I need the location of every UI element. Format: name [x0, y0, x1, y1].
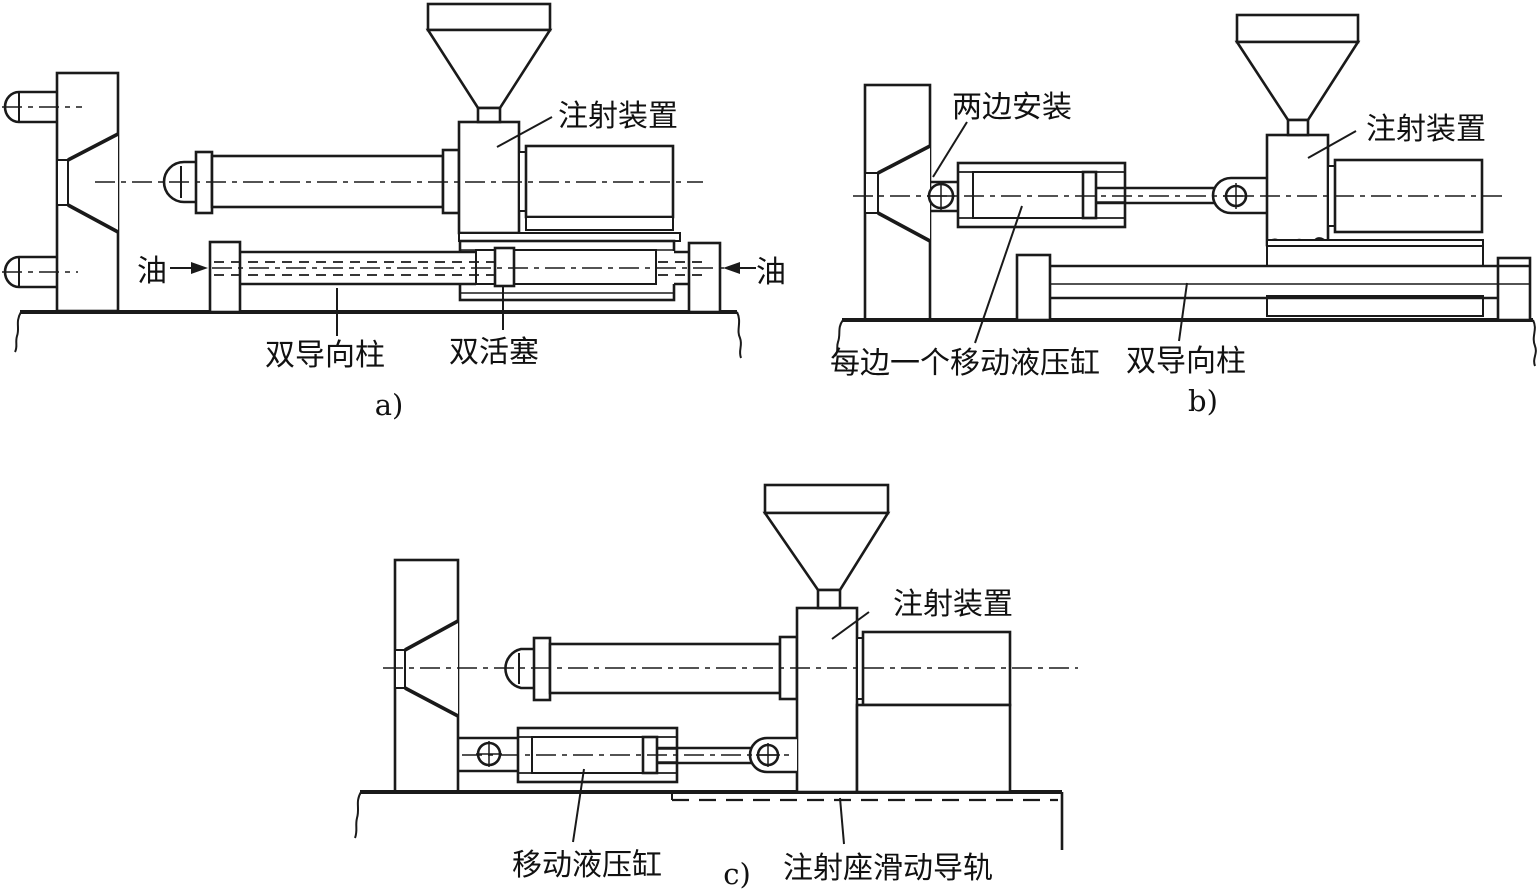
guide-bracket-left — [208, 240, 242, 314]
motor-skirt — [525, 216, 674, 231]
arrow-right-icon — [191, 262, 208, 274]
leader-slide-rail — [839, 797, 845, 845]
hopper — [425, 2, 553, 124]
leader-injection-unit-c — [831, 611, 870, 640]
ground-break-left — [14, 311, 22, 353]
nozzle-flange — [532, 636, 552, 702]
label-injection-unit-c: 注射装置 — [893, 587, 1013, 622]
label-cylinder-each-side: 每边一个移动液压缸 — [830, 346, 1100, 381]
ground-break-right — [736, 311, 742, 359]
fixed-platen — [55, 71, 120, 313]
arrow-left-icon — [723, 262, 740, 274]
guide-column-rod — [240, 250, 689, 286]
pivot-crosshair — [476, 741, 502, 767]
ground-break-left — [834, 319, 844, 357]
oil-label-right: 油 — [756, 255, 786, 290]
leader-injection-unit-a — [496, 116, 553, 148]
leader-injection-unit-b — [1307, 130, 1357, 159]
oil-passage-hidden-lines — [214, 261, 706, 276]
label-guide-columns-b: 双导向柱 — [1126, 344, 1246, 379]
oil-label-left: 油 — [137, 254, 167, 289]
caption-b: b) — [1188, 384, 1218, 418]
diagram-c: 注射装置 移动液压缸 注射座滑动导轨 c) — [354, 483, 1078, 890]
injection-seat-body — [795, 606, 859, 794]
tie-bar-top — [2, 90, 82, 124]
leader-guide-columns-b — [1178, 282, 1188, 342]
label-guide-columns-a: 双导向柱 — [265, 338, 385, 373]
label-slide-rail: 注射座滑动导轨 — [783, 851, 993, 886]
pivot-bracket — [930, 180, 958, 213]
diagram-b: 两边安装 注射装置 每边一个移动液压缸 双导向柱 b) — [830, 13, 1537, 418]
piston-rod — [657, 746, 754, 765]
hopper — [762, 483, 891, 610]
oil-inlet-left: 油 — [137, 254, 208, 289]
double-piston — [493, 246, 516, 288]
hopper — [1234, 13, 1361, 137]
ground-break-right — [1532, 319, 1537, 367]
seat-pedestal — [855, 703, 1012, 794]
carriage-shoe-lower — [1266, 295, 1484, 317]
pivot-bracket — [458, 736, 518, 773]
label-moving-cylinder: 移动液压缸 — [512, 848, 662, 883]
label-injection-unit-a: 注射装置 — [558, 99, 678, 134]
leader-moving-cylinder — [572, 768, 585, 843]
ground-break-left — [354, 791, 362, 839]
moving-hydraulic-cylinder — [956, 161, 1218, 229]
guide-bracket-right — [1496, 256, 1532, 322]
caption-a: a) — [375, 388, 404, 422]
drive-motor — [524, 144, 675, 219]
fixed-platen — [393, 558, 460, 794]
diagram-a: 油 油 注射装置 双导向柱 双活塞 a) — [2, 2, 786, 422]
leader-both-sides — [932, 121, 968, 178]
fixed-platen — [863, 83, 932, 322]
guide-bracket-left — [1015, 253, 1052, 322]
double-guide-columns — [1050, 264, 1530, 300]
guide-bracket-right — [687, 241, 722, 314]
injection-unit-body — [457, 120, 521, 235]
label-double-piston: 双活塞 — [449, 335, 539, 370]
piston — [1081, 170, 1098, 220]
leader-cylinder-each-side — [974, 205, 1023, 344]
piston-rod — [1096, 186, 1218, 205]
carriage-shoe-upper — [1266, 245, 1484, 267]
double-piston-cylinder — [240, 239, 689, 302]
caption-c: c) — [723, 857, 751, 890]
tie-bar-bottom — [2, 255, 78, 289]
label-both-sides-mounting: 两边安装 — [952, 90, 1072, 125]
label-injection-unit-b: 注射装置 — [1366, 112, 1486, 147]
oil-inlet-right: 油 — [723, 255, 786, 290]
